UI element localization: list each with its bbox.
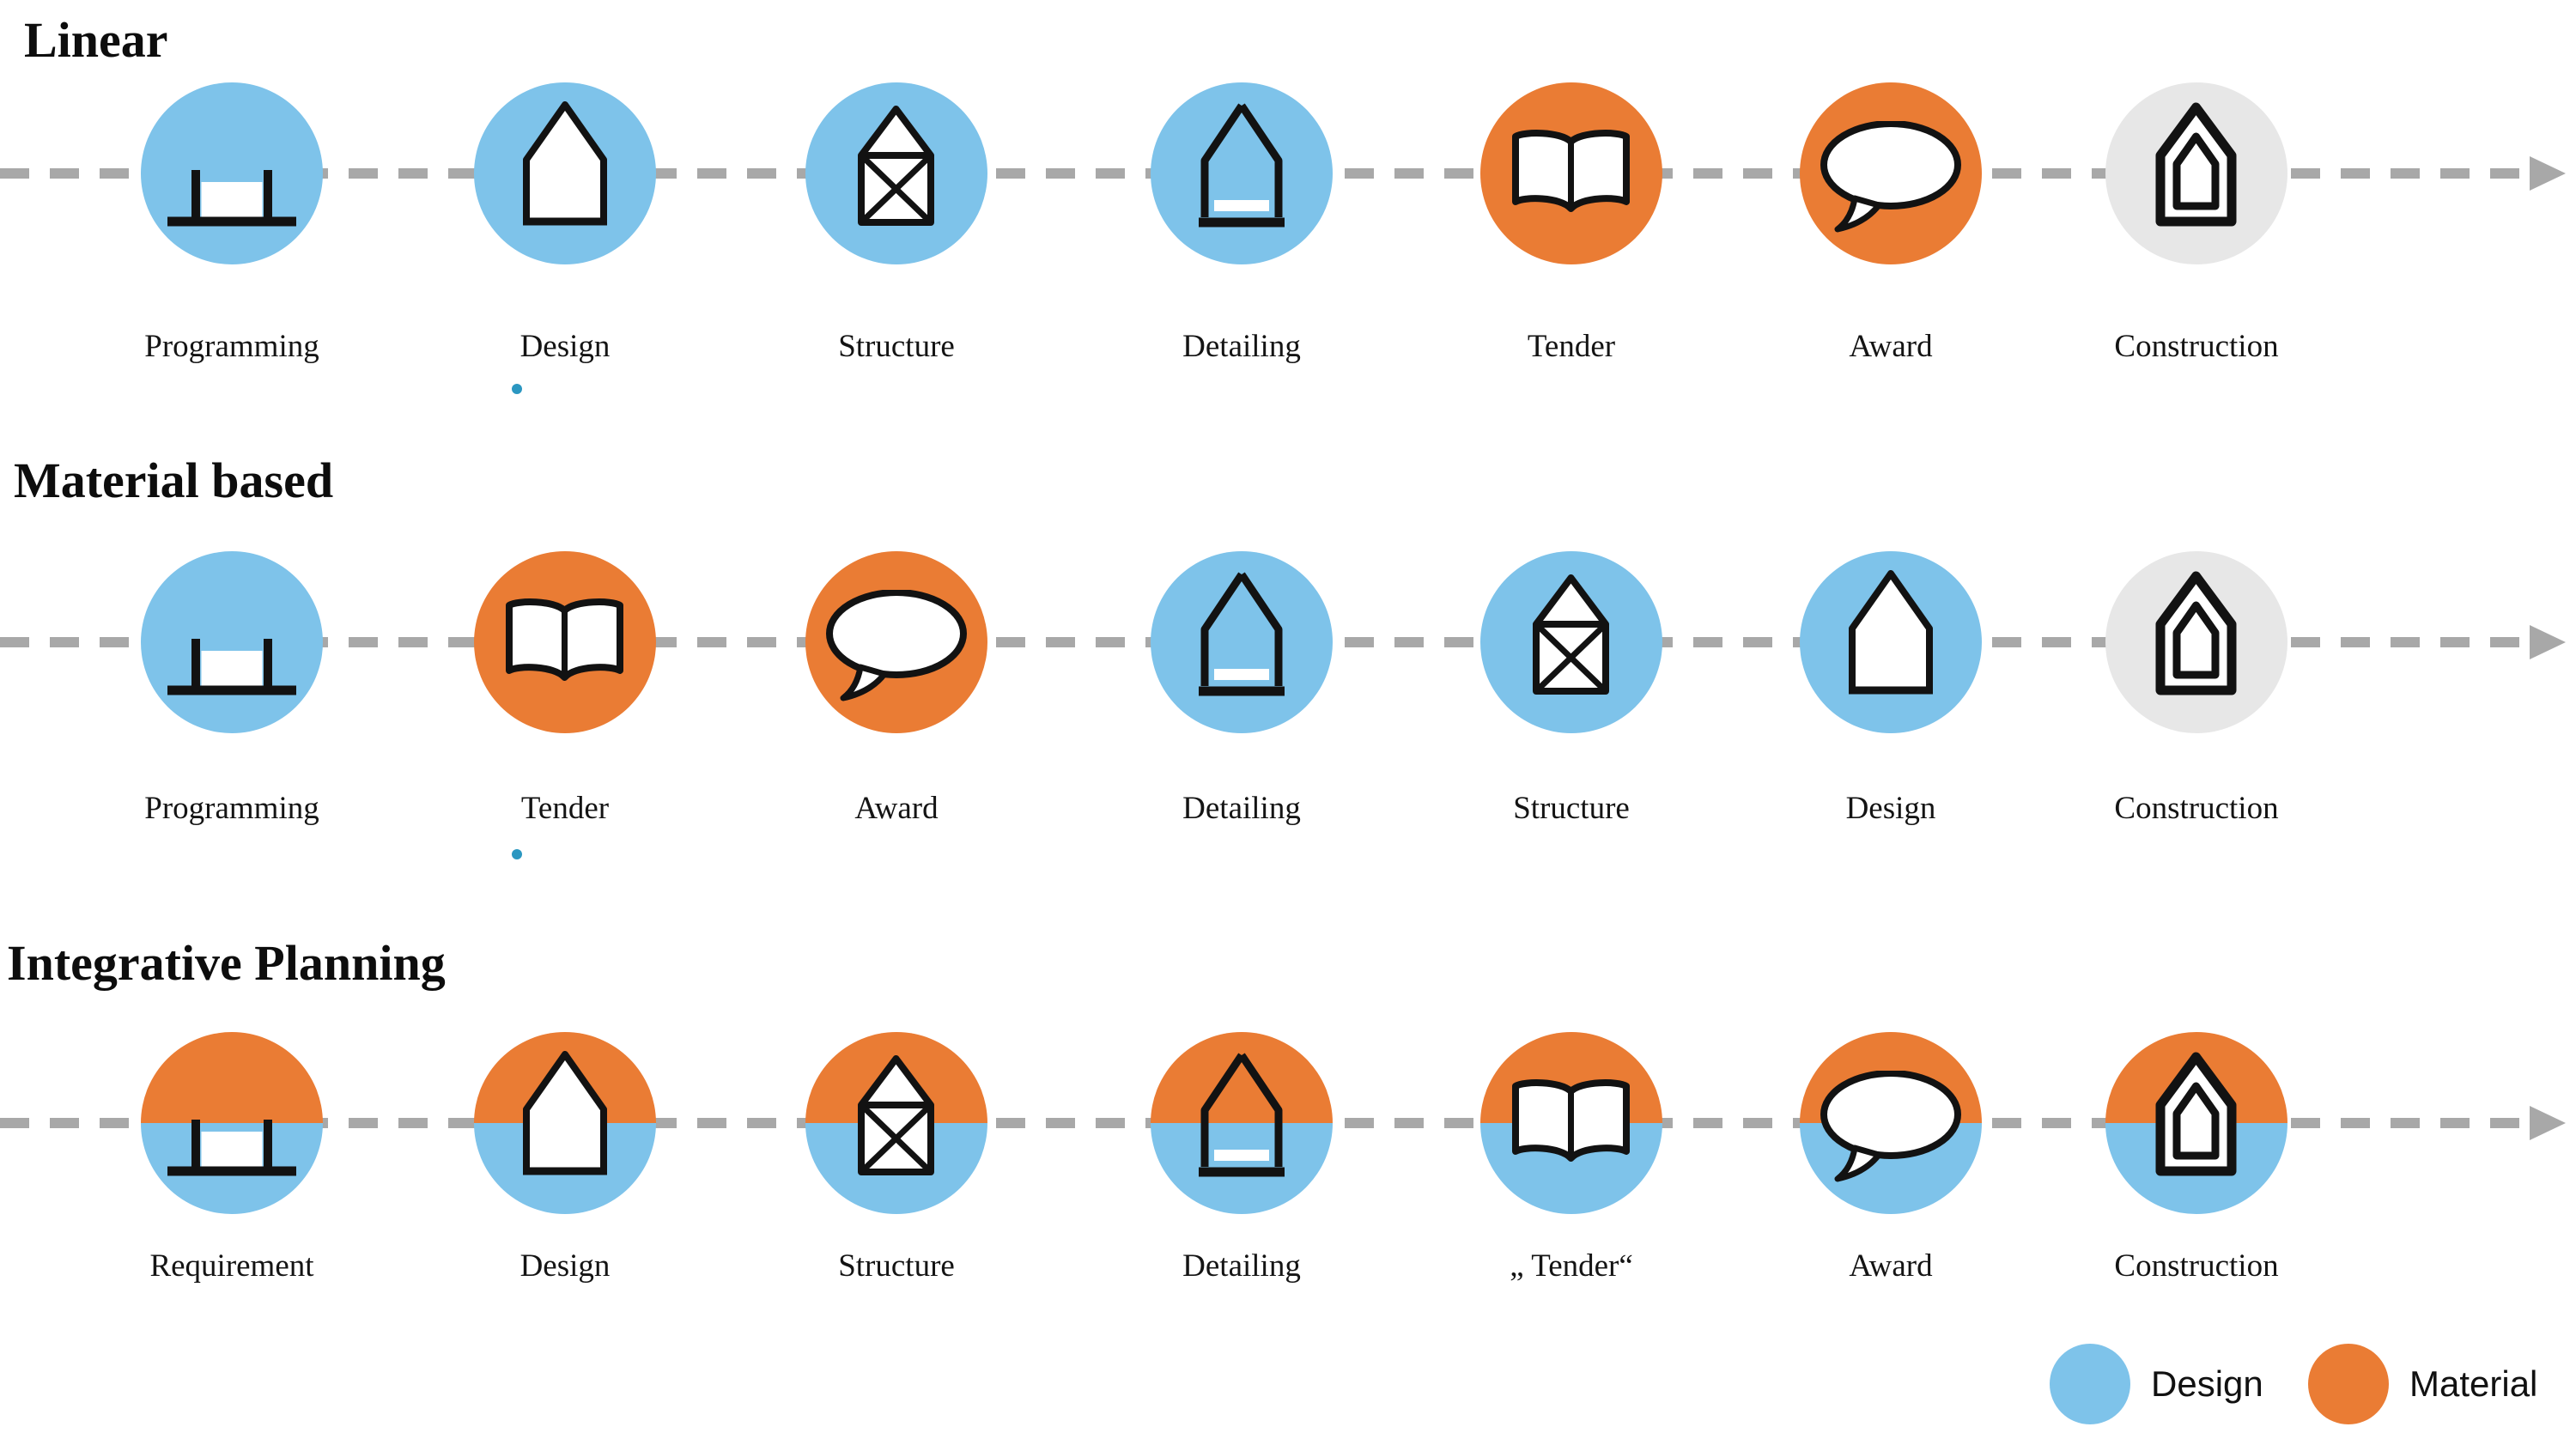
legend-material-swatch [2308,1344,2389,1424]
stage-circle-tender [1480,1032,1662,1214]
house-icon [1848,570,1934,695]
row-linear: Linear Programming Design Structure Deta… [0,0,2576,446]
stage-circle-construction [2105,82,2287,264]
legend-design-swatch [2050,1344,2130,1424]
speech-bubble-icon [1820,1071,1962,1182]
bench-icon [163,149,301,227]
stage-circle-detailing [1151,82,1333,264]
stage-circle-programming [141,551,323,733]
stage-circle-design [474,1032,656,1214]
stage-label: Design [519,1248,611,1284]
nested-house-icon [2155,571,2237,695]
stage-label: Structure [1513,791,1630,826]
stage-circle-structure [805,1032,987,1214]
stage-label: „ Tender“ [1510,1248,1633,1284]
stage-label: Construction [2114,1248,2279,1284]
stage-label: Detailing [1182,1248,1301,1284]
stage-circle-requirement [141,1032,323,1214]
stray-dot [512,849,522,859]
timeline-arrowhead-icon [2530,156,2566,191]
stage-label: Requirement [149,1248,314,1284]
stage-circle-detailing [1151,1032,1333,1214]
stage-label: Design [1845,791,1936,826]
house-truss-icon [1530,574,1612,695]
stage-label: Award [1849,1248,1933,1284]
speech-bubble-icon [1820,121,1962,233]
house-detail-icon [1199,569,1285,696]
house-icon [522,101,608,226]
nested-house-icon [2155,102,2237,227]
open-book-icon [1509,128,1633,218]
house-icon [522,1051,608,1175]
stage-circle-construction [2105,1032,2287,1214]
stage-label: Structure [838,1248,955,1284]
stage-circle-programming [141,82,323,264]
row-title: Integrative Planning [7,935,446,991]
stage-label: Detailing [1182,791,1301,826]
stage-circle-structure [1480,551,1662,733]
row-integrative-planning: Integrative Planning Requirement Design … [0,932,2576,1412]
stage-label: Construction [2114,329,2279,364]
row-title: Material based [14,452,334,508]
stage-circle-detailing [1151,551,1333,733]
stage-label: Award [1849,329,1933,364]
nested-house-icon [2155,1052,2237,1176]
open-book-icon [502,597,627,687]
house-detail-icon [1199,1050,1285,1177]
stage-label: Structure [838,329,955,364]
timeline-arrowhead-icon [2530,625,2566,659]
stage-label: Tender [520,791,610,826]
stage-circle-construction [2105,551,2287,733]
row-material-based: Material based Programming Tender Award … [0,446,2576,932]
stage-circle-tender [1480,82,1662,264]
stage-label: Detailing [1182,329,1301,364]
stage-circle-tender [474,551,656,733]
stage-label: Programming [144,329,319,364]
legend: Design Material [2044,1344,2559,1425]
stray-dot [512,384,522,394]
legend-material-label: Material [2409,1363,2538,1404]
stage-label: Tender [1527,329,1616,364]
stage-circle-design [1800,551,1982,733]
house-truss-icon [855,106,937,226]
stage-label: Award [854,791,939,826]
bench-icon [163,1099,301,1176]
bench-icon [163,618,301,695]
timeline-arrowhead-icon [2530,1106,2566,1140]
house-detail-icon [1199,100,1285,228]
stage-label: Design [519,329,611,364]
stage-circle-design [474,82,656,264]
house-truss-icon [855,1055,937,1175]
row-title: Linear [24,12,168,68]
stage-circle-award [1800,1032,1982,1214]
stage-label: Programming [144,791,319,826]
stage-circle-award [1800,82,1982,264]
speech-bubble-icon [826,590,968,701]
stage-circle-award [805,551,987,733]
legend-design-label: Design [2151,1363,2263,1404]
stage-label: Construction [2114,791,2279,826]
open-book-icon [1509,1078,1633,1168]
stage-circle-structure [805,82,987,264]
